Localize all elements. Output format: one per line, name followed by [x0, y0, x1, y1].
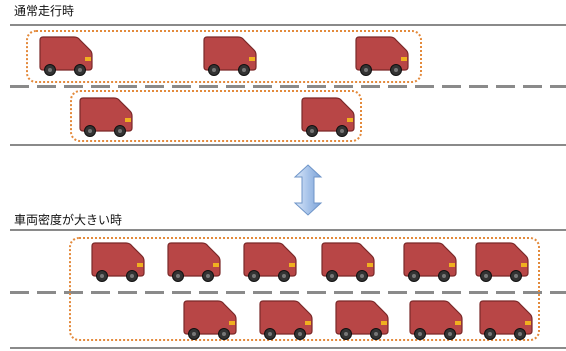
truck-icon — [240, 240, 300, 284]
road-edge-top-dense — [10, 229, 566, 231]
normal-section-title: 通常走行時 — [14, 4, 75, 18]
truck-icon — [36, 34, 96, 78]
truck-icon — [332, 298, 392, 342]
lane-divider-dense — [10, 291, 566, 294]
double-arrow-icon — [293, 164, 323, 216]
truck-icon — [164, 240, 224, 284]
road-edge-bottom — [10, 144, 566, 146]
truck-icon — [352, 34, 412, 78]
lane-divider — [10, 85, 566, 88]
truck-icon — [200, 34, 260, 78]
vehicle-group-lane-2 — [70, 90, 362, 142]
truck-icon — [76, 95, 136, 139]
truck-icon — [476, 298, 536, 342]
truck-icon — [318, 240, 378, 284]
vehicle-group-dense — [69, 237, 540, 341]
road-edge-top — [10, 24, 566, 26]
truck-icon — [256, 298, 316, 342]
vehicle-group-lane-1 — [26, 30, 422, 83]
truck-icon — [88, 240, 148, 284]
truck-icon — [180, 298, 240, 342]
truck-icon — [400, 240, 460, 284]
truck-icon — [298, 95, 358, 139]
road-edge-bottom-dense — [10, 347, 566, 349]
dense-section-title: 車両密度が大きい時 — [14, 213, 123, 227]
truck-icon — [472, 240, 532, 284]
truck-icon — [406, 298, 466, 342]
